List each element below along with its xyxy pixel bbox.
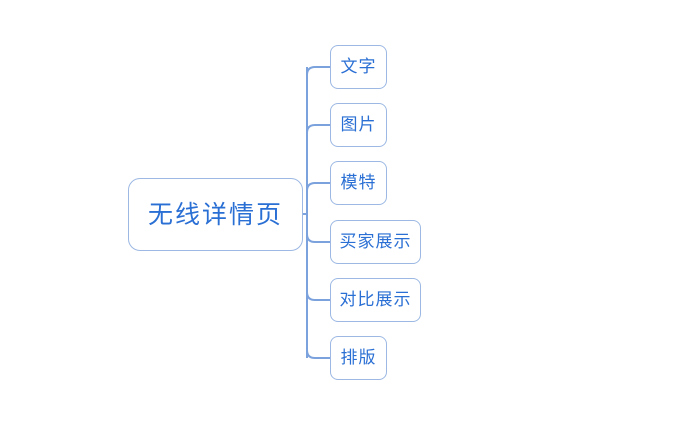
child-node-1[interactable]: 文字 bbox=[330, 45, 387, 89]
connector-branch-1 bbox=[306, 66, 330, 76]
connector-branch-6 bbox=[306, 349, 330, 359]
child-node-6-label: 排版 bbox=[340, 347, 377, 368]
child-node-4-label: 买家展示 bbox=[339, 231, 412, 252]
child-node-5-label: 对比展示 bbox=[339, 289, 412, 310]
child-node-2[interactable]: 图片 bbox=[330, 103, 387, 147]
child-node-1-label: 文字 bbox=[340, 56, 377, 77]
child-node-3-label: 模特 bbox=[340, 172, 377, 193]
connector-branch-4 bbox=[306, 233, 330, 243]
child-node-5[interactable]: 对比展示 bbox=[330, 278, 421, 322]
child-node-2-label: 图片 bbox=[340, 114, 377, 135]
child-node-3[interactable]: 模特 bbox=[330, 161, 387, 205]
connector-branch-5 bbox=[306, 291, 330, 301]
child-node-6[interactable]: 排版 bbox=[330, 336, 387, 380]
connector-branch-2 bbox=[306, 124, 330, 134]
connector-branch-3 bbox=[306, 182, 330, 192]
child-node-4[interactable]: 买家展示 bbox=[330, 220, 421, 264]
root-node[interactable]: 无线详情页 bbox=[128, 178, 303, 251]
root-node-label: 无线详情页 bbox=[147, 200, 283, 229]
